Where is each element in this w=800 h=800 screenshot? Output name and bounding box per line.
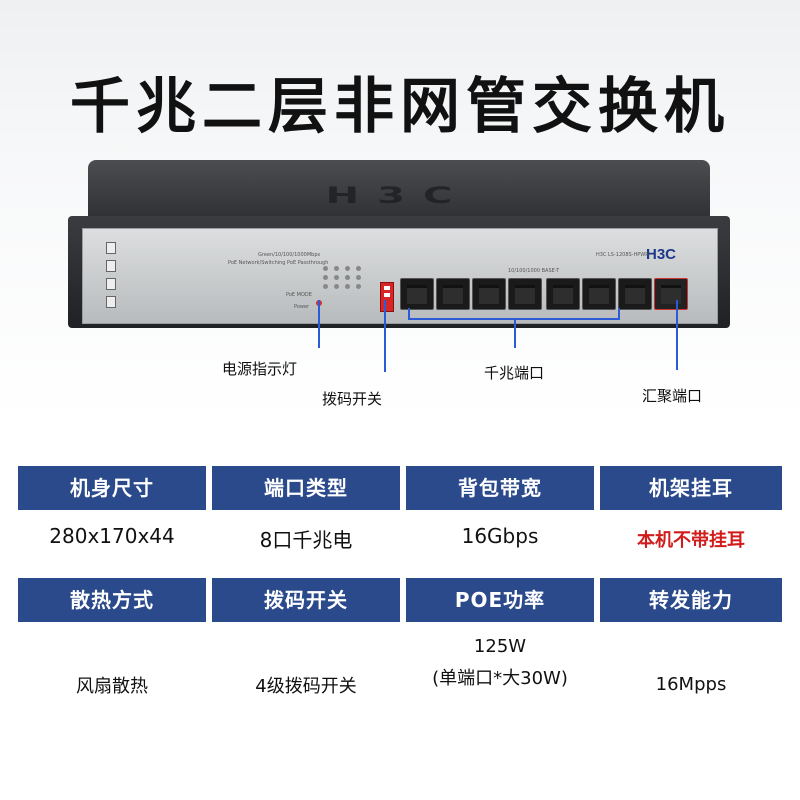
panel-legend-icons — [106, 242, 116, 308]
spec-value-forwarding: 16Mpps — [655, 674, 727, 695]
spec-value-poe-note: (单端口*大30W) — [432, 668, 568, 689]
spec-value-port-type: 8口千兆电 — [259, 528, 353, 552]
spec-value-dip: 4级拨码开关 — [255, 676, 357, 697]
spec-header: POE功率 — [406, 578, 594, 622]
spec-header: 转发能力 — [600, 578, 782, 622]
port-label-text: 10/100/1000 BASE-T — [508, 268, 560, 274]
switch-device-image: H3C Green/10/100/1000Mbps PoE Network/Sw… — [68, 160, 730, 328]
brand-logo: H3C — [646, 246, 677, 263]
spec-table: 机身尺寸 端口类型 背包带宽 机架挂耳 280x170x44 8口千兆电 16G… — [0, 466, 800, 800]
legend-icon — [106, 242, 116, 254]
model-text: H3C LS-1208S-HPWR — [596, 252, 649, 258]
page-title: 千兆二层非网管交换机 — [70, 72, 730, 142]
uplink-port — [618, 278, 652, 310]
panel-text-power: Power — [294, 304, 310, 310]
panel-text-poe-mode: PoE MODE — [286, 292, 312, 298]
gigabit-port — [400, 278, 434, 310]
gigabit-port — [436, 278, 470, 310]
callout-line-dip — [384, 300, 386, 372]
spec-header: 拨码开关 — [212, 578, 400, 622]
dip-switch — [380, 282, 394, 312]
status-led-grid — [320, 264, 366, 310]
callout-label-power-led: 电源指示灯 — [222, 360, 298, 378]
spec-value-rack-ears: 本机不带挂耳 — [637, 530, 745, 551]
callout-label-gigabit-ports: 千兆端口 — [484, 364, 545, 382]
uplink-port — [654, 278, 688, 310]
callout-bracket-left — [408, 308, 410, 320]
gigabit-port — [508, 278, 542, 310]
gigabit-port — [472, 278, 506, 310]
callout-bracket-right — [618, 308, 620, 320]
spec-value-poe-power: 125W — [473, 636, 527, 657]
spec-value-cooling: 风扇散热 — [76, 676, 148, 697]
switch-top-cover: H3C — [88, 160, 710, 224]
callout-label-dip-switch: 拨码开关 — [322, 390, 383, 408]
spec-header: 背包带宽 — [406, 466, 594, 510]
legend-icon — [106, 296, 116, 308]
legend-icon — [106, 260, 116, 272]
embossed-logo: H3C — [325, 183, 471, 209]
panel-text-mode: PoE Network/Switching PoE Passthrough — [228, 260, 329, 266]
spec-header: 机身尺寸 — [18, 466, 206, 510]
callout-line-uplink — [676, 300, 678, 370]
callout-label-uplink-ports: 汇聚端口 — [642, 387, 703, 405]
spec-value-bandwidth: 16Gbps — [461, 524, 539, 548]
spec-header: 端口类型 — [212, 466, 400, 510]
spec-value-size: 280x170x44 — [49, 524, 175, 548]
panel-text-speed: Green/10/100/1000Mbps — [258, 252, 321, 258]
spec-header: 散热方式 — [18, 578, 206, 622]
gigabit-port — [546, 278, 580, 310]
port-row — [400, 278, 688, 310]
gigabit-port — [582, 278, 616, 310]
legend-icon — [106, 278, 116, 290]
spec-header: 机架挂耳 — [600, 466, 782, 510]
callout-line-power — [318, 300, 320, 348]
callout-line-gigabit — [514, 318, 516, 348]
